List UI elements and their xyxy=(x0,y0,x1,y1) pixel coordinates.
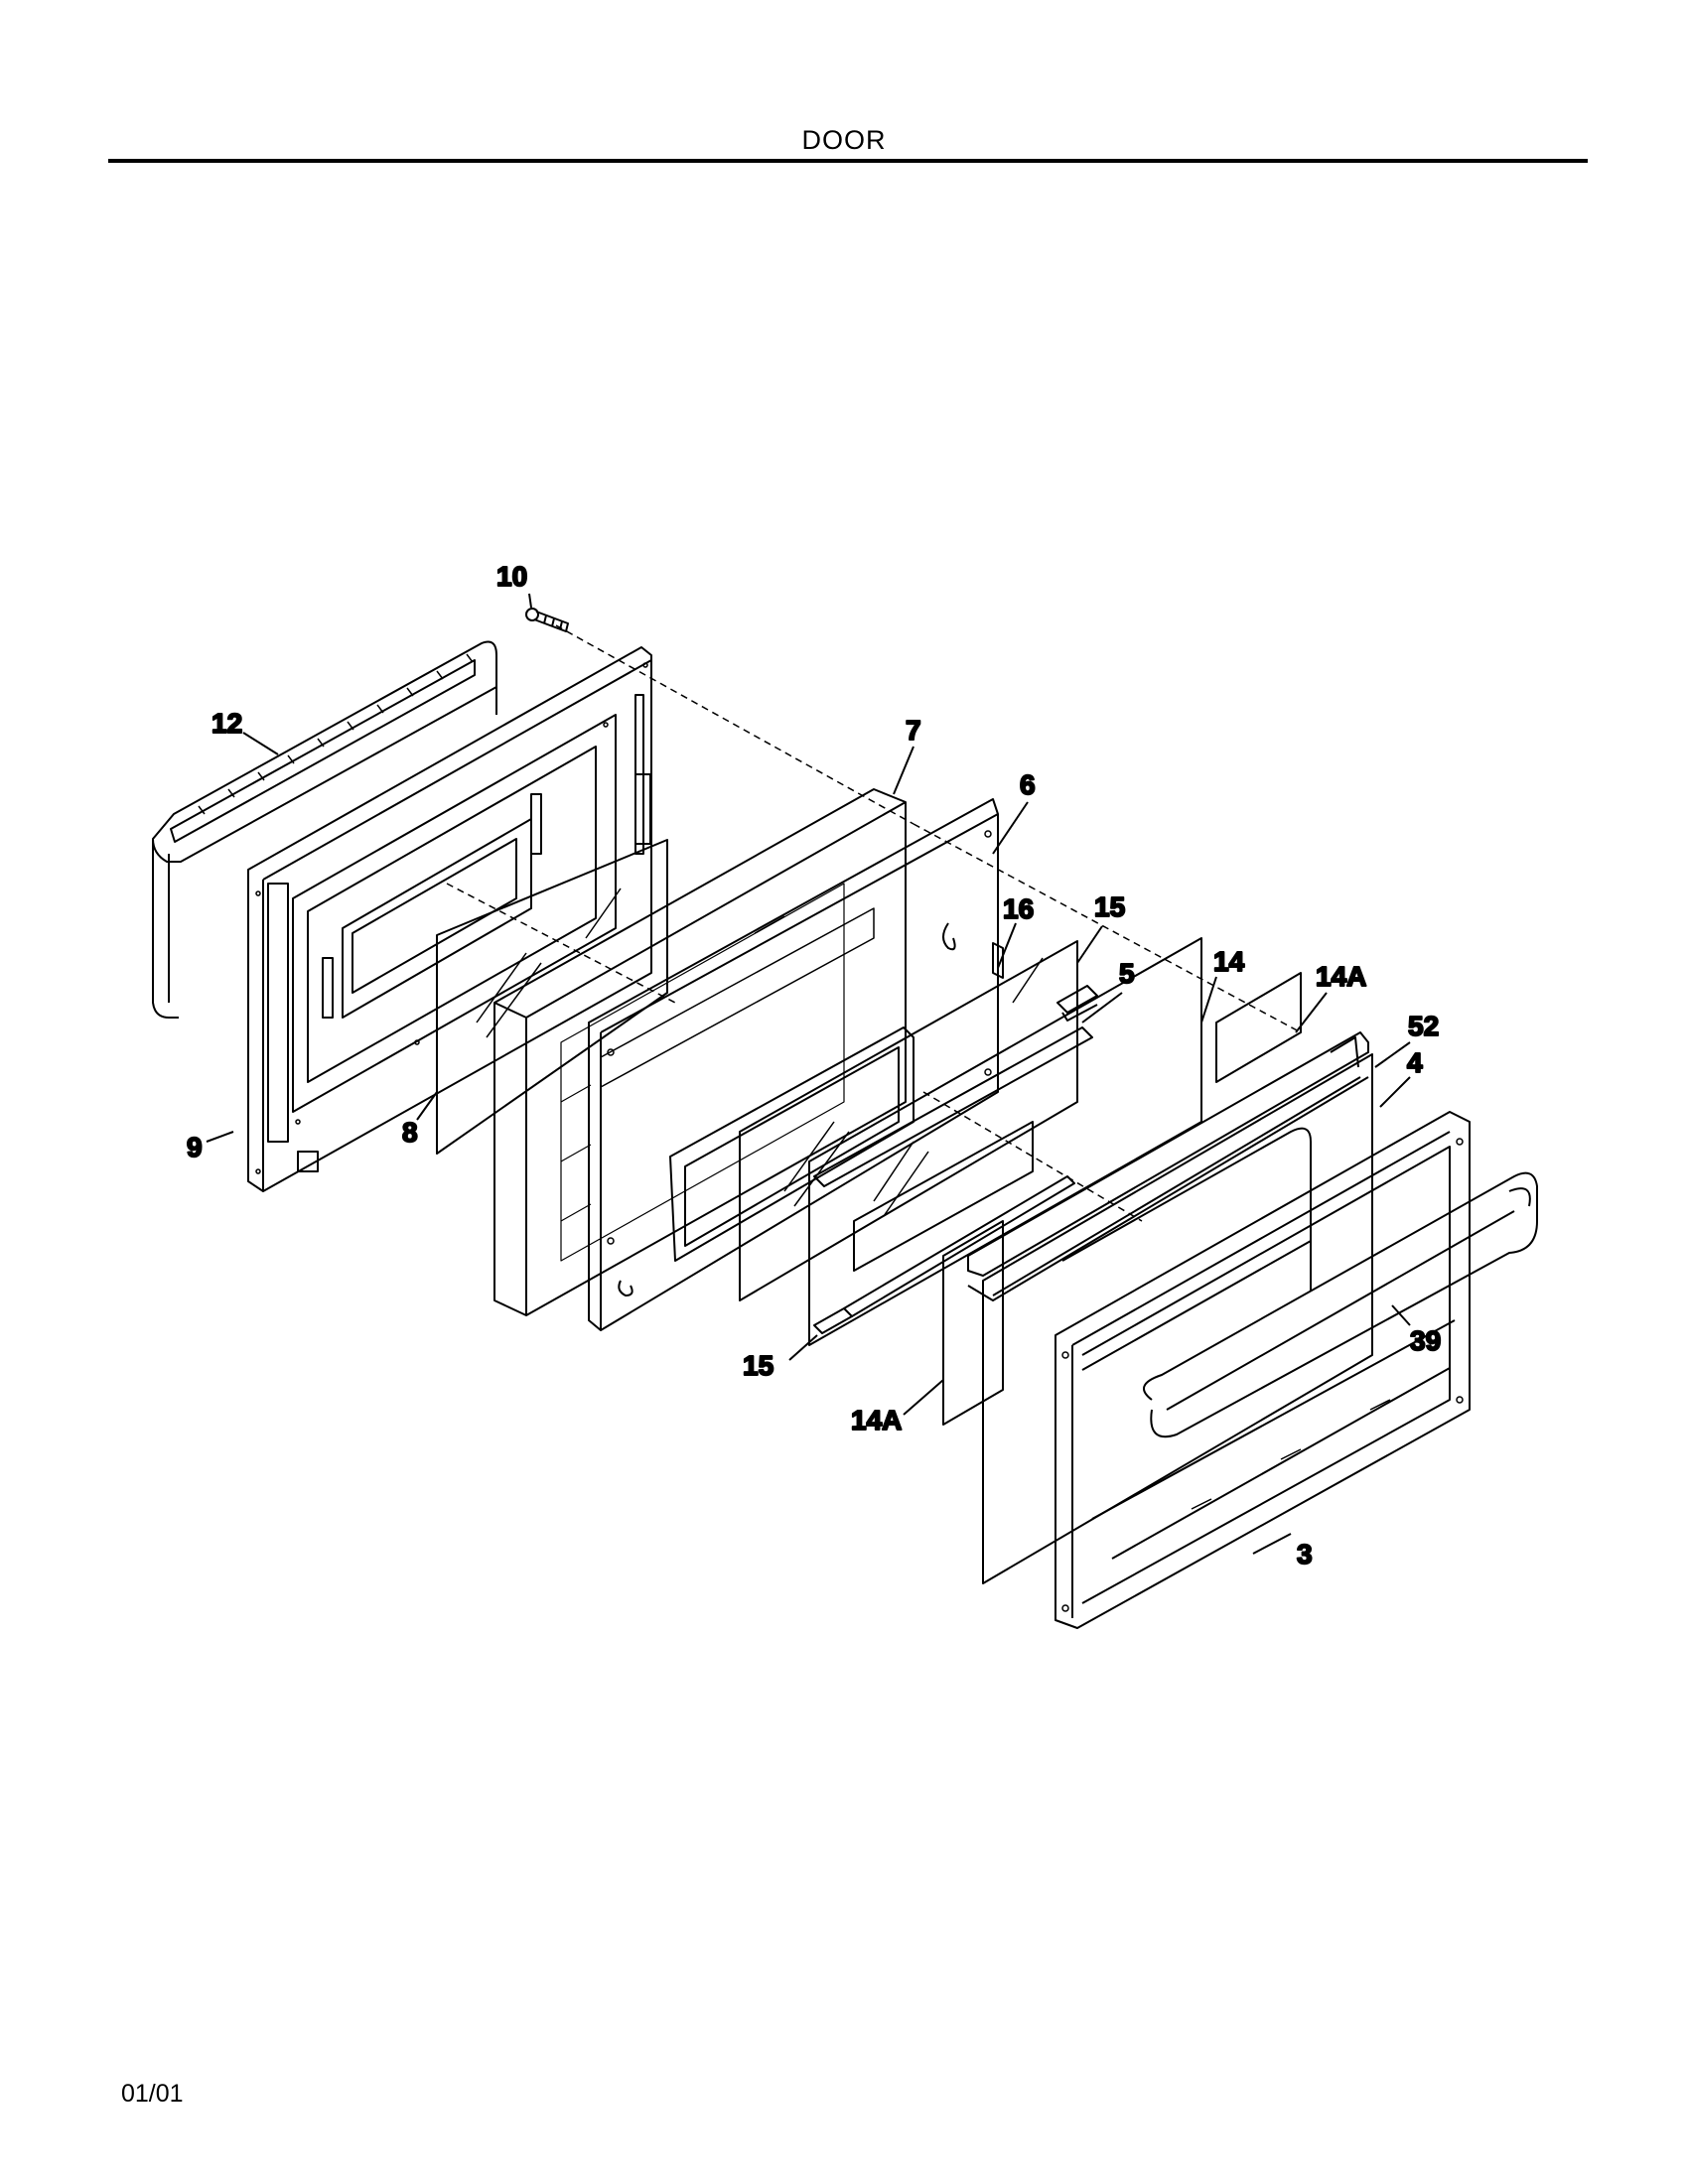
glass-clip-part-15-bottom xyxy=(813,1175,1075,1334)
gasket-part-12 xyxy=(152,640,497,1019)
channel-part-52 xyxy=(967,1031,1369,1301)
page-title: DOOR xyxy=(801,125,887,155)
outer-glass-part-5 xyxy=(739,940,1078,1301)
callout-52: 52 xyxy=(1408,1011,1439,1041)
outer-skin-part-4 xyxy=(982,1053,1373,1584)
alignment-lines xyxy=(446,624,1302,1222)
callout-39: 39 xyxy=(1410,1325,1441,1356)
spacer-part-14A-bottom xyxy=(942,1220,1004,1426)
callout-16: 16 xyxy=(1003,893,1034,924)
door-frame-part-3 xyxy=(1055,1111,1471,1629)
callout-14: 14 xyxy=(1213,946,1245,977)
outer-glass-part-14 xyxy=(808,937,1202,1346)
callout-5: 5 xyxy=(1119,958,1135,989)
handle-part-39 xyxy=(1143,1171,1538,1438)
footer-date: 01/01 xyxy=(121,2080,184,2108)
callout-10: 10 xyxy=(496,561,527,592)
inner-panel-part-9 xyxy=(247,646,652,1192)
callout-15-bottom: 15 xyxy=(743,1350,774,1381)
callout-9: 9 xyxy=(187,1132,203,1162)
callout-8: 8 xyxy=(402,1117,418,1148)
spacer-part-14A-top xyxy=(1215,972,1302,1083)
callout-4: 4 xyxy=(1407,1047,1423,1078)
leader-lines xyxy=(206,593,1411,1555)
inner-glass-part-8 xyxy=(436,839,668,1155)
door-panel-part-6 xyxy=(588,798,999,1331)
callout-14A-bottom: 14A xyxy=(851,1405,902,1435)
callout-3: 3 xyxy=(1297,1539,1313,1570)
insulation-part-7 xyxy=(493,788,907,1316)
callout-15-top: 15 xyxy=(1094,891,1125,922)
callout-6: 6 xyxy=(1020,769,1036,800)
title-rule xyxy=(108,159,1588,163)
glass-retainer-part-16 xyxy=(813,942,1093,1187)
callout-14A-top: 14A xyxy=(1316,961,1366,992)
callout-12: 12 xyxy=(211,708,242,739)
screw-part-10 xyxy=(525,608,569,632)
callout-7: 7 xyxy=(906,715,921,746)
